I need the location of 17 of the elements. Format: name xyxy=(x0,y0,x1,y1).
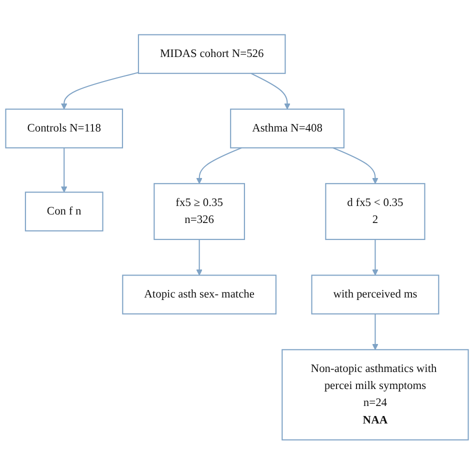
arrow xyxy=(332,147,378,184)
arrow xyxy=(372,314,378,350)
arrow xyxy=(372,239,378,276)
node-box: Non-atopic asthmatics with percei milk symptoms n=24 NAA xyxy=(282,348,469,440)
arrow xyxy=(196,239,202,276)
node-box: Controls N=118 xyxy=(5,108,124,148)
arrow xyxy=(60,148,68,192)
node-box: Con f n xyxy=(24,191,104,232)
node-box: d fx5 < 0.35 2 xyxy=(325,182,426,240)
arrow xyxy=(250,72,290,110)
node-box: fx5 ≥ 0.35 n=326 xyxy=(154,182,245,240)
node-box: Atopic asth sex- matche xyxy=(122,274,276,314)
node-box: Asthma N=408 xyxy=(230,108,344,148)
arrow xyxy=(196,147,242,184)
node-box: MIDAS cohort N=526 xyxy=(138,34,286,74)
node-box: with perceived ms xyxy=(311,274,440,314)
arrow xyxy=(60,72,139,110)
